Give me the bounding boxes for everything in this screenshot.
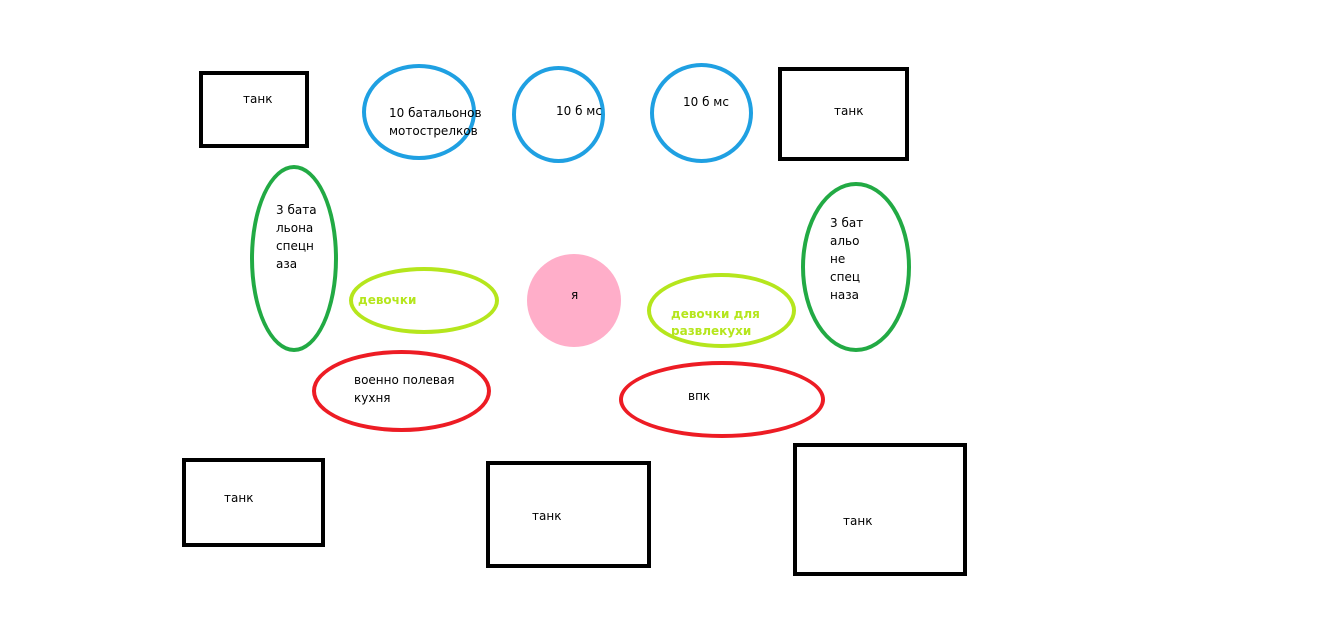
vpk-oval bbox=[619, 361, 825, 438]
girls-oval bbox=[349, 267, 499, 334]
bms-label-2: 10 б мс bbox=[683, 95, 729, 109]
tank-top-left bbox=[199, 71, 309, 148]
spetsnaz-right-label: 3 бат альо не спец наза bbox=[830, 216, 864, 302]
tank-bottom-center bbox=[486, 461, 651, 568]
spetsnaz-left-oval bbox=[250, 165, 338, 352]
bms-label-1: 10 б мс bbox=[556, 104, 602, 118]
tank-top-left-label: танк bbox=[243, 92, 273, 106]
tank-bottom-left-label: танк bbox=[224, 491, 254, 505]
tank-top-right-label: танк bbox=[834, 104, 864, 118]
me-label: я bbox=[571, 288, 579, 302]
tank-bottom-center-label: танк bbox=[532, 509, 562, 523]
girls-fun-oval bbox=[647, 273, 796, 348]
tank-bottom-right bbox=[793, 443, 967, 576]
tank-bottom-left bbox=[182, 458, 325, 547]
spetsnaz-left-label: 3 бата льона спецн аза bbox=[276, 203, 317, 271]
spetsnaz-right-oval bbox=[801, 182, 911, 352]
bms-oval-2 bbox=[650, 63, 753, 163]
vpk-label: впк bbox=[688, 389, 711, 403]
motor-rifle-battalions-oval bbox=[362, 64, 476, 160]
field-kitchen-label: военно полевая кухня bbox=[354, 373, 455, 405]
tank-bottom-right-label: танк bbox=[843, 514, 873, 528]
bms-oval-1 bbox=[512, 66, 605, 163]
girls-label: девочки bbox=[358, 293, 417, 307]
tank-top-right bbox=[778, 67, 909, 161]
girls-fun-label: девочки для развлекухи bbox=[671, 307, 760, 338]
me-circle bbox=[527, 254, 621, 347]
field-kitchen-oval bbox=[312, 350, 491, 432]
motor-rifle-battalions-label: 10 батальонов мотострелков bbox=[389, 106, 482, 138]
